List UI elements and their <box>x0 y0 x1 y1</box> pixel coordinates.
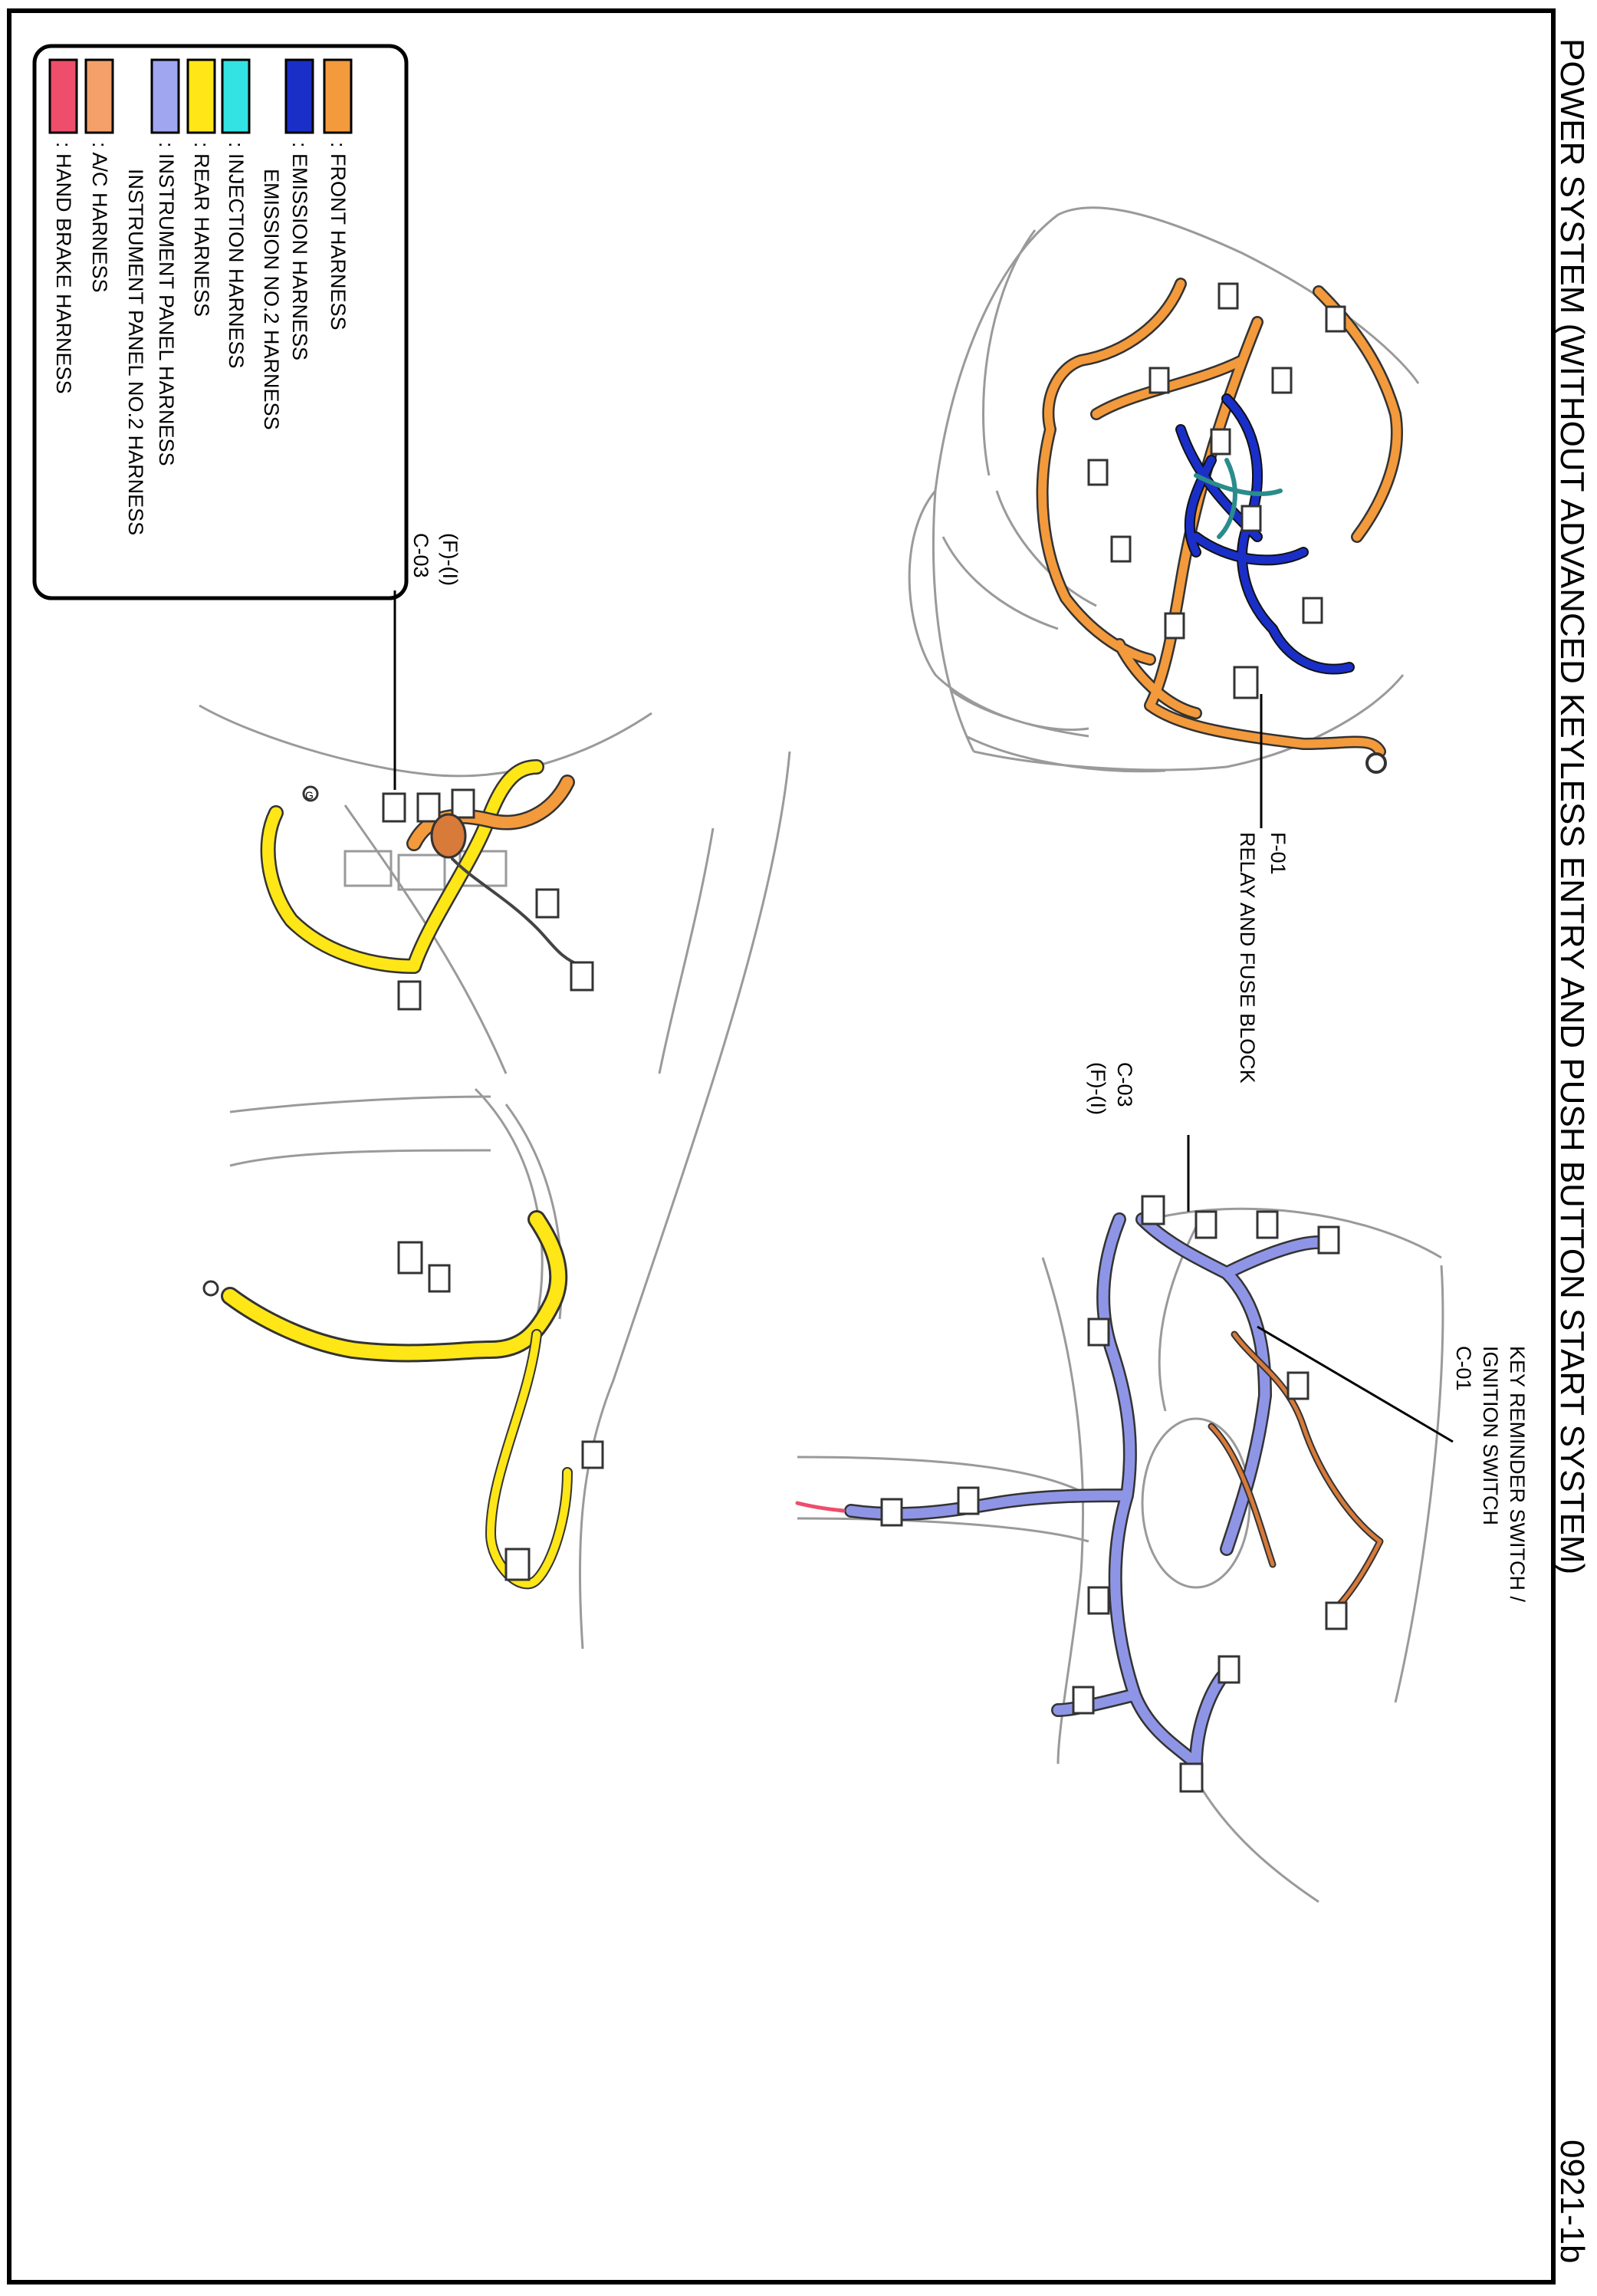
legend-label-rear: : REAR HARNESS <box>190 142 213 317</box>
connector <box>957 1486 980 1515</box>
connector <box>428 1264 451 1293</box>
connector <box>1210 428 1231 456</box>
page-code: 0921-1b <box>1553 2140 1591 2263</box>
rear-harness-lower-wire-fill <box>223 1212 566 1360</box>
hand-brake-harness-wire <box>795 1501 846 1513</box>
c01-leader-line <box>1257 1325 1454 1443</box>
engine-bay-outline <box>908 206 1420 773</box>
emission-harness-wire <box>1175 393 1355 675</box>
front-harness-wire-fill <box>1038 279 1401 756</box>
connector <box>1317 1225 1340 1255</box>
connector <box>451 788 475 819</box>
engine-bay-wheel-arch <box>982 229 1097 607</box>
connector <box>1087 1586 1110 1615</box>
legend-swatch-injection <box>221 58 251 134</box>
c03-bottom-ref: (F)-(I) <box>1086 1062 1109 1115</box>
legend-swatch-rear <box>186 58 216 134</box>
connector <box>1217 282 1239 310</box>
cabin-connectors <box>382 788 594 1011</box>
cabin-seat-pad <box>397 854 446 891</box>
injection-harness-wire <box>1194 458 1283 539</box>
legend-label-front: : FRONT HARNESS <box>327 142 350 331</box>
c03-bottom-code: C-03 <box>1113 1062 1136 1107</box>
connector <box>1194 1210 1217 1239</box>
c03-top-ref: (F)-(I) <box>439 533 462 586</box>
legend-box <box>32 44 409 600</box>
legend-label-emission-2: EMISSION NO.2 HARNESS <box>260 169 283 430</box>
panel-connectors <box>880 1195 1348 1793</box>
connector <box>1217 1655 1240 1684</box>
engine-bay-view: F-01 RELAY AND FUSE BLOCK <box>908 206 1420 1084</box>
connector <box>581 1440 604 1469</box>
legend-label-instrument: : INSTRUMENT PANEL HARNESS <box>155 142 178 466</box>
instrument-panel-view: KEY REMINDER SWITCH / IGNITION SWITCH C-… <box>795 1062 1529 1903</box>
emission-harness-wire-fill <box>1177 395 1353 673</box>
cabin-seat-pad <box>343 850 393 887</box>
connector <box>1072 1686 1095 1715</box>
page-title: POWER SYSTEM (WITHOUT ADVANCED KEYLESS E… <box>1553 38 1591 1574</box>
c01-name-line2: IGNITION SWITCH <box>1479 1346 1502 1525</box>
ground-point <box>202 1280 219 1297</box>
connector <box>1256 1210 1279 1239</box>
connector <box>397 980 422 1011</box>
legend-swatch-handbrake <box>48 58 78 134</box>
legend: : FRONT HARNESS : EMISSION HARNESS EMISS… <box>32 44 409 600</box>
connector <box>1110 535 1132 563</box>
connector <box>535 888 560 919</box>
legend-swatch-front <box>323 58 353 134</box>
front-harness-branch-fill <box>408 776 573 850</box>
connector <box>1233 666 1259 699</box>
legend-label-ac: : A/C HARNESS <box>88 142 111 293</box>
connector <box>570 961 594 992</box>
connector <box>416 792 441 823</box>
connector <box>1087 459 1109 486</box>
rear-harness-wire-fill <box>262 761 543 972</box>
instrument-panel-harness-wire-fill <box>846 1214 1324 1769</box>
page-border <box>7 8 1556 2284</box>
cabin-outline <box>199 704 791 1650</box>
legend-swatch-instrument <box>150 58 180 134</box>
ac-harness-panel-wire-fill <box>1209 1332 1382 1613</box>
ground-point <box>1365 752 1387 774</box>
connector <box>504 1548 531 1581</box>
rear-lower-connectors <box>397 1241 604 1581</box>
connector <box>1286 1371 1309 1400</box>
connector <box>1148 367 1170 394</box>
legend-swatch-ac <box>84 58 114 134</box>
c01-code: C-01 <box>1452 1346 1475 1391</box>
connector <box>1302 597 1323 624</box>
legend-swatch-emission <box>284 58 314 134</box>
rear-harness-lower-branch-fill <box>487 1331 571 1588</box>
c01-name-line1: KEY REMINDER SWITCH / <box>1506 1346 1529 1603</box>
steering-column-outline <box>1141 1417 1251 1589</box>
legend-label-injection: : INJECTION HARNESS <box>225 142 248 369</box>
connector <box>1240 505 1262 532</box>
legend-label-instrument-2: INSTRUMENT PANEL NO.2 HARNESS <box>124 169 147 535</box>
connector <box>1179 1762 1204 1793</box>
legend-label-handbrake: : HAND BRAKE HARNESS <box>52 142 75 394</box>
f01-code: F-01 <box>1267 832 1290 875</box>
engine-connectors <box>1087 282 1346 699</box>
connector <box>1325 305 1346 333</box>
connector <box>1271 367 1293 394</box>
ground-label: G <box>305 789 314 801</box>
ac-harness-grommet <box>430 813 467 859</box>
instrument-panel-outline <box>797 1207 1444 1903</box>
connector <box>1141 1195 1165 1225</box>
connector <box>1164 612 1185 640</box>
f01-name: RELAY AND FUSE BLOCK <box>1236 832 1259 1084</box>
connector <box>1087 1317 1110 1347</box>
ground-point <box>302 785 319 802</box>
connector <box>1325 1601 1348 1630</box>
connector <box>880 1498 903 1527</box>
cabin-rear-view: G (F)-(I) C-03 <box>199 533 791 1650</box>
connector <box>397 1241 423 1275</box>
ac-harness-wire <box>451 857 584 968</box>
legend-label-emission: : EMISSION HARNESS <box>288 142 311 360</box>
c03-top-code: C-03 <box>409 533 432 578</box>
connector <box>382 792 406 823</box>
